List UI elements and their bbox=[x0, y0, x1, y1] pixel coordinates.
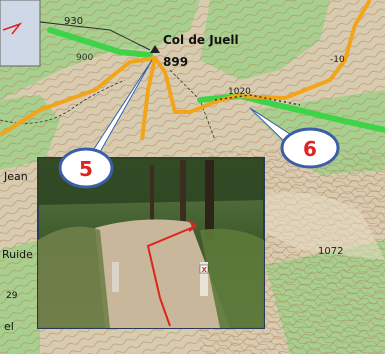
marker-5-label: 5 bbox=[79, 157, 93, 181]
marker-6-circle bbox=[280, 127, 340, 169]
summit-icon bbox=[150, 45, 160, 53]
marker-6-label: 6 bbox=[303, 137, 317, 161]
contour-label: -10 bbox=[330, 55, 345, 65]
direction-arrowhead bbox=[188, 220, 197, 232]
overview-thumbnail bbox=[0, 0, 41, 67]
hiking-route bbox=[140, 57, 157, 141]
trail-line bbox=[39, 21, 151, 51]
direction-arrow bbox=[146, 225, 197, 327]
tree-trunk bbox=[205, 160, 214, 240]
trail-sign-mark: X bbox=[202, 266, 208, 274]
contour-label: 930 bbox=[64, 16, 83, 27]
contour-label: 900 bbox=[76, 53, 93, 63]
contour-label: 1072 bbox=[318, 246, 343, 257]
clearing bbox=[240, 192, 385, 260]
hiking-route bbox=[0, 0, 372, 137]
tree-trunk bbox=[180, 160, 186, 230]
contour-label: 1020 bbox=[228, 87, 251, 97]
place-label: el bbox=[4, 320, 14, 333]
place-name: Col de Juell bbox=[163, 33, 239, 47]
summit-elevation: 899 bbox=[163, 55, 188, 69]
place-label: Jean bbox=[3, 170, 28, 183]
tree-trunk bbox=[150, 165, 154, 220]
waypoint-marker-5[interactable]: 5 bbox=[58, 147, 114, 189]
marker-5-circle bbox=[58, 147, 114, 189]
dirt-path bbox=[95, 219, 230, 328]
trail-post bbox=[112, 262, 119, 292]
boundary-line bbox=[214, 94, 301, 106]
trail-sign bbox=[199, 264, 209, 274]
waypoint-marker-6[interactable]: 6 bbox=[280, 127, 340, 169]
trail-post bbox=[200, 262, 208, 296]
contour-label: 29 bbox=[6, 291, 18, 301]
thumbnail-route bbox=[2, 22, 23, 35]
place-label: Ruide bbox=[2, 248, 33, 261]
